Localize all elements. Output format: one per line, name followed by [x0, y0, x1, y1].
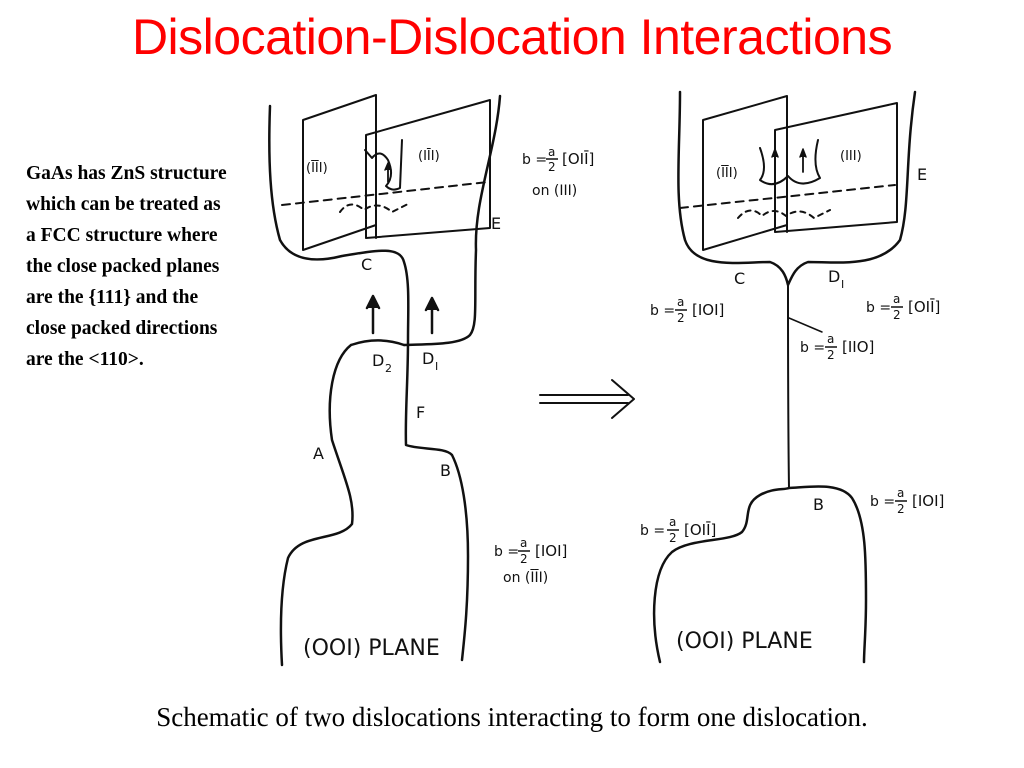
- right-label-E: E: [917, 165, 927, 184]
- transition-arrow: [539, 379, 635, 419]
- right-label-B: B: [813, 495, 824, 514]
- left-label-D1-sub: I: [435, 360, 438, 373]
- right-label-D1: D: [828, 267, 840, 286]
- left-label-F: F: [416, 403, 425, 422]
- right-burgers-Bleft-den: 2: [669, 531, 677, 545]
- left-inner-arrow-head: [384, 162, 392, 171]
- right-plane-label: (OOI) PLANE: [676, 629, 813, 654]
- left-arrow-2-head: [424, 296, 440, 312]
- right-merged-dislocation: [787, 284, 790, 489]
- right-burgers-mid-den: 2: [827, 348, 835, 362]
- right-label-D1-sub: I: [841, 278, 844, 291]
- right-diagram: [652, 90, 917, 664]
- right-burgers-D1-prefix: b =: [866, 300, 891, 316]
- left-burgers-top-on: on (III): [532, 183, 577, 199]
- right-burgers-Bleft-prefix: b =: [640, 523, 665, 539]
- right-burgers-mid-vec: [IIO]: [842, 338, 874, 356]
- right-burgers-Bright-prefix: b =: [870, 494, 895, 510]
- left-label-D1: D: [422, 349, 434, 368]
- right-burgers-C-prefix: b =: [650, 303, 675, 319]
- right-dislocation-outline-upper: [677, 90, 917, 287]
- left-burgers-top-vec: [OIĪ]: [562, 150, 594, 168]
- right-burgers-Bleft-num: a: [669, 515, 676, 529]
- right-burgers-mid-prefix: b =: [800, 340, 825, 356]
- left-burgers-bottom-prefix: b =: [494, 544, 519, 560]
- right-dashed-line: [679, 184, 896, 209]
- left-inner-dislocation: [364, 139, 403, 191]
- right-plane-back: [774, 102, 898, 233]
- left-plane-label: (OOI) PLANE: [303, 636, 440, 661]
- right-burgers-C-num: a: [677, 295, 684, 309]
- left-label-E: E: [491, 214, 501, 233]
- right-dislocation-outline-lower: [652, 485, 868, 664]
- left-dashed-curve: [339, 203, 409, 213]
- left-burgers-top-den: 2: [548, 160, 556, 174]
- left-burgers-bottom-vec: [IOI]: [535, 542, 567, 560]
- left-dislocation-right-arm: [402, 94, 502, 347]
- figure-caption: Schematic of two dislocations interactin…: [156, 702, 868, 732]
- right-inner-arrow-1-head: [771, 148, 779, 158]
- right-burgers-C-vec: [IOI]: [692, 301, 724, 319]
- left-dislocation-outline: [268, 104, 470, 667]
- right-burgers-D1-den: 2: [893, 308, 901, 322]
- right-plane-left-label: (ĪĪI): [716, 166, 738, 181]
- left-label-C: C: [361, 255, 372, 274]
- right-burgers-Bright-den: 2: [897, 502, 905, 516]
- left-burgers-bottom-den: 2: [520, 552, 528, 566]
- side-description: GaAs has ZnS structure which can be trea…: [26, 163, 227, 370]
- left-burgers-bottom-num: a: [520, 536, 527, 550]
- left-dashed-line: [281, 181, 489, 206]
- right-burgers-C-den: 2: [677, 311, 685, 325]
- left-label-D2: D: [372, 351, 384, 370]
- right-plane-right-label: (III): [840, 149, 862, 164]
- right-mid-pointer: [788, 317, 823, 333]
- left-plane-right-label: (IĪI): [418, 149, 440, 164]
- left-label-D2-sub: 2: [385, 362, 392, 375]
- left-label-A: A: [313, 444, 324, 463]
- right-label-C: C: [734, 269, 745, 288]
- left-diagram: [268, 94, 502, 667]
- right-inner-arrow-2-head: [799, 148, 807, 158]
- right-burgers-Bright-vec: [IOI]: [912, 492, 944, 510]
- right-inner-dislocation: [759, 139, 821, 186]
- left-burgers-top-prefix: b =: [522, 152, 547, 168]
- right-burgers-D1-vec: [OIĪ]: [908, 298, 940, 316]
- left-plane-left-label: (ĪĪI): [306, 161, 328, 176]
- right-burgers-Bright-num: a: [897, 486, 904, 500]
- left-plane-back: [365, 99, 491, 239]
- slide-title: Dislocation-Dislocation Interactions: [131, 9, 893, 65]
- right-burgers-mid-num: a: [827, 332, 834, 346]
- right-dashed-curve: [737, 209, 831, 219]
- left-label-B: B: [440, 461, 451, 480]
- right-burgers-Bleft-vec: [OIĪ]: [684, 521, 716, 539]
- left-arrow-1-head: [365, 294, 381, 310]
- left-burgers-bottom-on: on (ĪĪI): [503, 569, 548, 586]
- right-burgers-D1-num: a: [893, 292, 900, 306]
- left-burgers-top-num: a: [548, 145, 555, 159]
